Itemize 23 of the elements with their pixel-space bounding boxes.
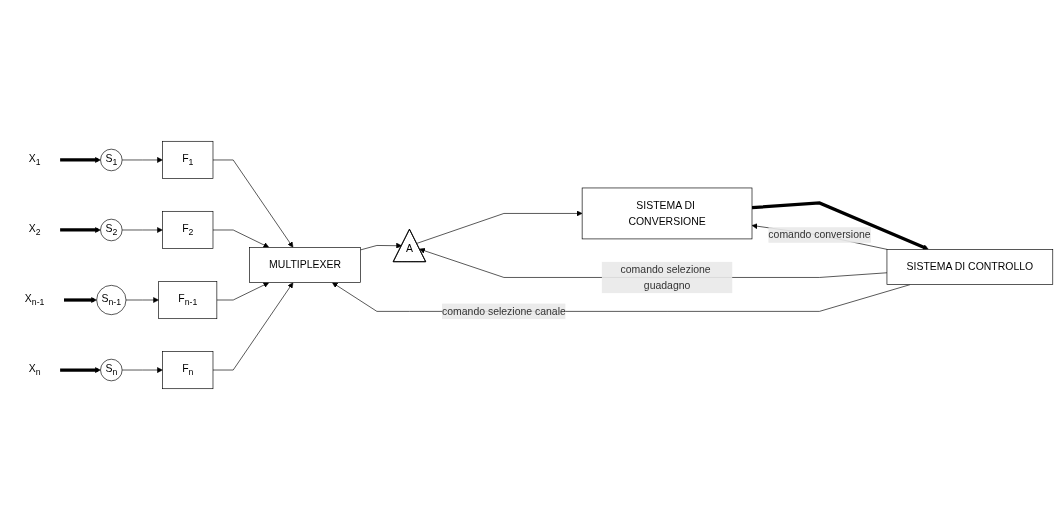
node-box: MULTIPLEXER bbox=[249, 247, 361, 283]
node-circle: S$_{n}$ bbox=[100, 358, 123, 382]
arrow bbox=[751, 201, 929, 250]
edge-label: comando selezione guadagno bbox=[620, 263, 711, 291]
node-box: SISTEMA DI CONVERSIONE bbox=[581, 187, 753, 240]
node-text: X$_{n}$ bbox=[28, 363, 41, 377]
arrow bbox=[60, 157, 101, 163]
node-circle: S$_{n-1}$ bbox=[96, 285, 127, 315]
arrow bbox=[60, 367, 101, 373]
arrow bbox=[64, 297, 97, 303]
edge-label: comando conversione bbox=[768, 229, 871, 241]
node-text: X$_{2}$ bbox=[28, 223, 41, 237]
node-box: F$_{1}$ bbox=[162, 140, 214, 179]
node-circle: S$_{1}$ bbox=[100, 148, 123, 172]
node-box: F$_{n-1}$ bbox=[158, 281, 218, 319]
node-box: F$_{n}$ bbox=[162, 351, 214, 390]
edge-label: comando selezione canale bbox=[442, 305, 566, 317]
node-text: X$_{1}$ bbox=[28, 153, 41, 167]
node-box: F$_{2}$ bbox=[162, 211, 214, 249]
arrow bbox=[60, 227, 101, 233]
node-box: SISTEMA DI CONTROLLO bbox=[886, 249, 1054, 285]
node-circle: S$_{2}$ bbox=[100, 218, 123, 242]
node-text: X$_{n-1}$ bbox=[24, 293, 45, 307]
